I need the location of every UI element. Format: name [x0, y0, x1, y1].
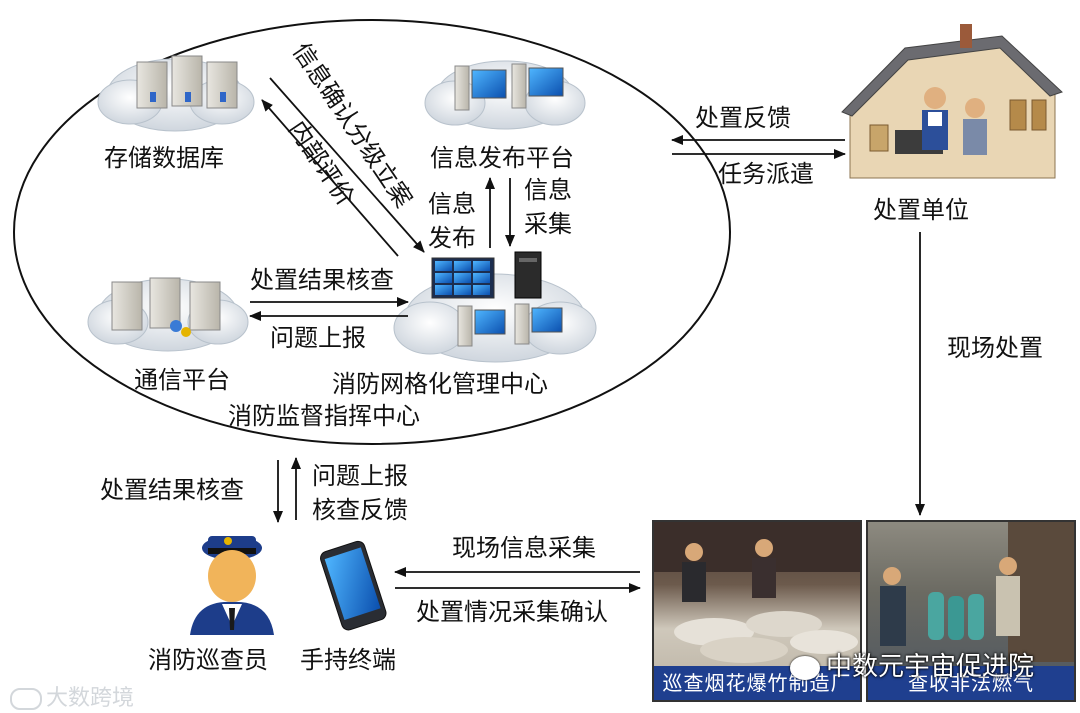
arrow-internal-eval: [261, 99, 399, 257]
label-info-collect-a: 信息: [524, 176, 572, 204]
label-problem-report-top: 问题上报: [270, 324, 366, 352]
photo-caption-left: 巡查烟花爆竹制造厂: [654, 666, 860, 700]
onsite-photo-gas: 查收非法燃气: [866, 520, 1076, 702]
comm-platform-icon: [87, 277, 249, 352]
label-disposal-feedback: 处置反馈: [695, 104, 791, 132]
label-result-check-top: 处置结果核查: [250, 266, 394, 294]
label-comm-platform: 通信平台: [134, 366, 230, 394]
arrow-confirm-grading: [269, 77, 425, 253]
grid-center-icon: [393, 251, 597, 363]
photo-caption-right: 查收非法燃气: [868, 666, 1074, 700]
label-onsite-info-collect: 现场信息采集: [452, 534, 596, 562]
wechat-icon: [790, 655, 820, 680]
inspector-icon: [190, 536, 274, 635]
storage-db-icon: [97, 55, 255, 132]
label-info-collect-b: 采集: [524, 210, 572, 238]
label-storage-db: 存储数据库: [104, 144, 224, 172]
watermark-left-logo-icon: [10, 688, 42, 710]
label-check-feedback: 核查反馈: [312, 496, 408, 524]
label-inspector: 消防巡查员: [148, 646, 268, 674]
onsite-photo-fireworks: 巡查烟花爆竹制造厂: [652, 520, 862, 702]
command-center-boundary: [13, 19, 731, 445]
watermark-left: 大数跨境: [10, 680, 134, 712]
handheld-icon: [320, 540, 387, 631]
watermark-right: 中数元宇宙促进院: [790, 646, 1034, 683]
label-disposal-confirm: 处置情况采集确认: [416, 598, 608, 626]
label-publish-platform: 信息发布平台: [430, 144, 574, 172]
label-task-dispatch: 任务派遣: [718, 160, 814, 188]
label-grid-center: 消防网格化管理中心: [332, 370, 548, 398]
label-handheld: 手持终端: [300, 646, 396, 674]
watermark-left-text: 大数跨境: [46, 686, 135, 711]
label-info-publish-a: 信息: [428, 190, 476, 218]
label-onsite-disposal: 现场处置: [947, 334, 1043, 362]
label-info-publish-b: 发布: [428, 224, 476, 252]
gas-scene: [880, 522, 1074, 662]
watermark-right-text: 中数元宇宙促进院: [826, 652, 1035, 682]
label-disposal-unit: 处置单位: [873, 196, 969, 224]
label-problem-report-right: 问题上报: [312, 462, 408, 490]
label-command-center: 消防监督指挥中心: [228, 402, 420, 430]
label-result-check-left: 处置结果核查: [100, 476, 244, 504]
publish-platform-icon: [424, 60, 586, 130]
fireworks-scene: [654, 522, 860, 663]
house-icon: [841, 24, 1063, 179]
